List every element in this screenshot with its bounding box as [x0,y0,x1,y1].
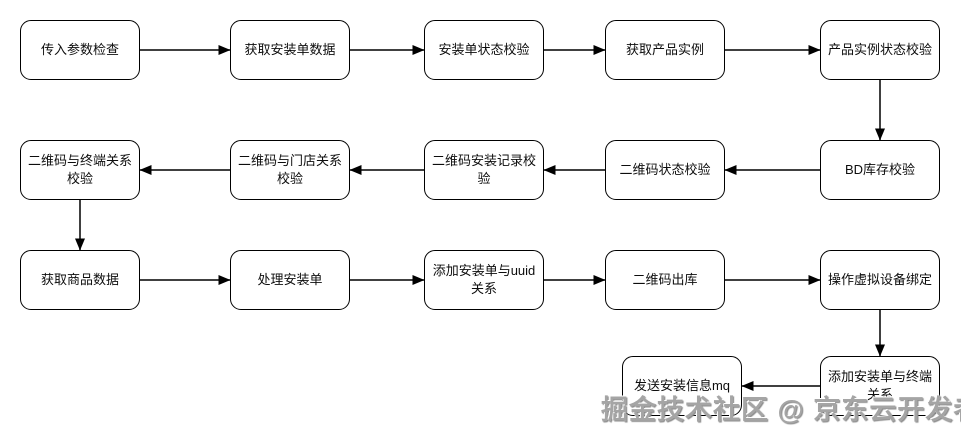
flow-node-label: 二维码安装记录校验 [431,153,536,186]
flow-node-label: 二维码与门店关系校验 [237,153,342,186]
flow-node-label: 添加安装单与终端关系 [827,369,932,402]
flow-node-qrcode-store-relation-check: 二维码与门店关系校验 [230,140,350,200]
flow-node-qrcode-status-check: 二维码状态校验 [605,140,725,200]
flow-node-label: 操作虚拟设备绑定 [827,272,932,288]
flow-node-label: 二维码状态校验 [619,162,711,178]
flow-node-get-product-instance: 获取产品实例 [605,20,725,80]
flow-node-qrcode-install-record-check: 二维码安装记录校验 [424,140,544,200]
flow-node-label: BD库存校验 [844,162,916,178]
flow-node-install-order-status-check: 安装单状态校验 [424,20,544,80]
flow-node-get-install-order-data: 获取安装单数据 [230,20,350,80]
flow-node-add-order-uuid-relation: 添加安装单与uuid关系 [424,250,544,310]
flow-node-label: 安装单状态校验 [438,42,530,58]
flow-node-qrcode-outbound: 二维码出库 [605,250,725,310]
flow-node-qrcode-terminal-relation-check: 二维码与终端关系校验 [20,140,140,200]
flow-node-bd-stock-check: BD库存校验 [820,140,940,200]
flow-node-product-instance-status-check: 产品实例状态校验 [820,20,940,80]
flow-node-label: 产品实例状态校验 [827,42,932,58]
flow-node-label: 获取商品数据 [40,272,119,288]
flow-node-process-install-order: 处理安装单 [230,250,350,310]
flow-node-get-goods-data: 获取商品数据 [20,250,140,310]
flow-node-label: 获取安装单数据 [244,42,336,58]
flow-node-label: 添加安装单与uuid关系 [432,263,536,296]
flow-node-add-order-terminal-relation: 添加安装单与终端关系 [820,356,940,416]
flow-node-label: 获取产品实例 [625,42,704,58]
watermark: 掘金技术社区 @ 京东云开发者 [601,395,961,425]
flow-node-label: 处理安装单 [257,272,323,288]
flow-node-bind-virtual-device: 操作虚拟设备绑定 [820,250,940,310]
flow-node-label: 二维码出库 [632,272,698,288]
flow-node-check-input-params: 传入参数检查 [20,20,140,80]
flow-node-label: 发送安装信息mq [633,378,731,394]
flow-node-send-install-info-mq: 发送安装信息mq [622,356,742,416]
flow-node-label: 二维码与终端关系校验 [27,153,132,186]
flow-node-label: 传入参数检查 [40,42,119,58]
